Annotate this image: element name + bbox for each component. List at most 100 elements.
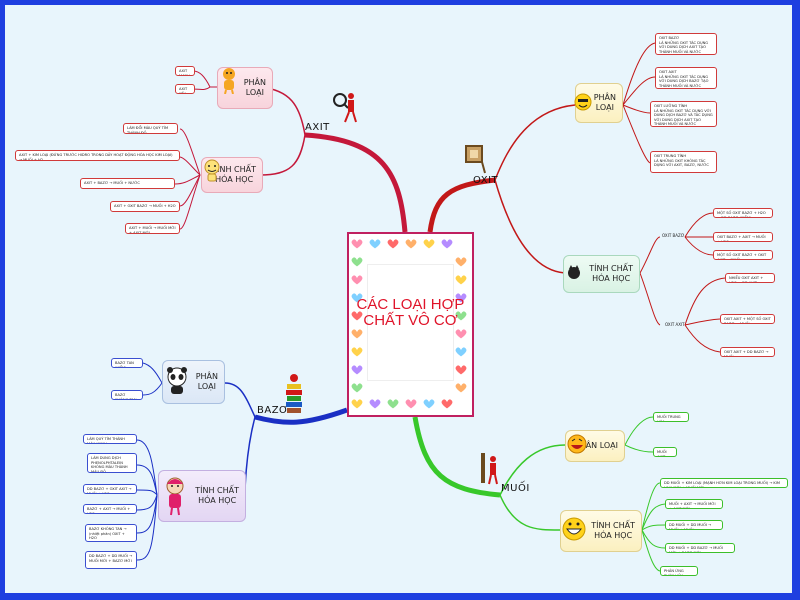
heart-icon: [368, 398, 382, 410]
bazo-phan-loai-title1: PHÂN: [195, 372, 218, 381]
laughing-face-icon: [566, 432, 588, 456]
muoi-tinh-chat-item[interactable]: DD MUỐI + KIM LOẠI (MẠNH HƠN KIM LOẠI TR…: [660, 478, 788, 488]
axit-tinh-chat-title1: TÍNH CHẤT: [212, 165, 256, 174]
heart-icon: [422, 238, 436, 250]
heart-icon: [454, 382, 468, 394]
branch-label-muoi[interactable]: MUỐI: [501, 483, 530, 494]
connector-lines: [136, 42, 726, 572]
cartoon-cat-icon: [201, 157, 223, 183]
heart-icon: [440, 398, 454, 410]
oxit-axit-item[interactable]: NHIỀU OXIT AXIT + H2O → DD AXIT: [725, 273, 775, 283]
heart-icon: [454, 274, 468, 286]
center-topic[interactable]: [347, 232, 474, 417]
axit-tinh-chat-title2: HÓA HỌC: [215, 175, 254, 184]
heart-icon: [454, 292, 468, 304]
branch-label-oxit[interactable]: OXIT: [473, 175, 499, 186]
heart-icon: [368, 238, 382, 250]
oxit-phan-loai-title1: PHÂN: [593, 93, 616, 102]
muoi-phan-loai-item[interactable]: MUỐI AXIT: [653, 447, 677, 457]
oxit-bazo-item[interactable]: MỘT SỐ OXIT BAZƠ + H2O → DD BAZƠ (KIỀM): [713, 208, 773, 218]
axit-tinh-chat-item[interactable]: AXIT + KIM LOẠI (ĐỨNG TRƯỚC HIDRO TRONG …: [15, 150, 180, 161]
bazo-tinh-chat-item[interactable]: LÀM DUNG DỊCH PHENOLPHTALEIN KHÔNG MÀU T…: [87, 453, 137, 473]
heart-icon: [386, 238, 400, 250]
center-title-line2: CHẤT VÔ CƠ: [363, 312, 458, 329]
heart-icon: [350, 364, 364, 376]
heart-icon: [440, 238, 454, 250]
heart-icon: [350, 256, 364, 268]
oxit-phan-loai-item[interactable]: OXIT BAZƠ LÀ NHỮNG OXIT TÁC DỤNG VỚI DUN…: [655, 33, 717, 55]
bazo-tinh-chat-item[interactable]: LÀM QUỲ TÍM THÀNH MÀU XANH: [83, 434, 137, 444]
panda-icon: [164, 365, 190, 397]
bazo-phan-loai-item[interactable]: BAZƠ TAN (KIỀM): [111, 358, 143, 368]
heart-icon: [404, 398, 418, 410]
cartoon-girl-icon: [163, 475, 187, 517]
oxit-phan-loai-title2: LOẠI: [595, 103, 614, 112]
axit-tinh-chat-item[interactable]: AXIT + MUỐI → MUỐI MỚI + AXIT MỚI: [125, 223, 180, 234]
bazo-tinh-chat-title1: TÍNH CHẤT: [195, 486, 239, 495]
magnifier-person-icon: [330, 89, 360, 124]
axit-tinh-chat-item[interactable]: AXIT + BAZƠ → MUỐI + NƯỚC: [80, 178, 175, 189]
muoi-tinh-chat-item[interactable]: MUỐI + AXIT → MUỐI MỚI + AXIT MỚI: [665, 499, 723, 509]
heart-icon: [422, 398, 436, 410]
muoi-tinh-chat-item[interactable]: DD MUỐI + DD BAZƠ → MUỐI MỚI + BAZƠ MỚI: [665, 543, 735, 553]
heart-icon: [386, 398, 400, 410]
oxit-tinh-chat-title2: HÓA HỌC: [592, 274, 631, 283]
axit-phan-loai-item[interactable]: AXIT YẾU: [175, 84, 195, 94]
heart-icon: [350, 274, 364, 286]
axit-tinh-chat-item[interactable]: AXIT + OXIT BAZƠ → MUỐI + H2O: [110, 201, 180, 212]
axit-tinh-chat-item[interactable]: LÀM ĐỔI MÀU QUỲ TÍM THÀNH ĐỎ: [123, 123, 178, 134]
bazo-phan-loai-item[interactable]: BAZƠ KHÔNG TAN: [111, 390, 143, 400]
bazo-tinh-chat-title2: HÓA HỌC: [198, 496, 237, 505]
heart-icon: [350, 310, 364, 322]
heart-icon: [454, 346, 468, 358]
heart-icon: [404, 238, 418, 250]
muoi-tinh-chat-title1: TÍNH CHẤT: [591, 521, 635, 530]
muoi-tinh-chat-item[interactable]: DD MUỐI + DD MUỐI → MUỐI + MUỐI: [665, 520, 723, 530]
oxit-axit-item[interactable]: OXIT AXIT + MỘT SỐ OXIT BAZƠ → MUỐI: [720, 314, 775, 324]
oxit-bazo-item[interactable]: MỘT SỐ OXIT BAZƠ + OXIT AXIT → MUỐI: [713, 250, 773, 260]
oxit-axit-item[interactable]: OXIT AXIT + DD BAZƠ → MUỐI: [720, 347, 775, 357]
muoi-phan-loai-item[interactable]: MUỐI TRUNG HÒA: [653, 412, 689, 422]
black-cat-icon: [565, 263, 583, 281]
heart-icon: [454, 256, 468, 268]
heart-icon: [350, 238, 364, 250]
bazo-tinh-chat-item[interactable]: BAZƠ KHÔNG TAN → (nhiệt phân) OXIT + H2O: [85, 524, 137, 542]
bazo-tinh-chat-item[interactable]: DD BAZƠ + DD MUỐI → MUỐI MỚI + BAZƠ MỚI: [85, 551, 137, 569]
branch-label-bazo[interactable]: BAZƠ: [257, 405, 289, 416]
oxit-bazo-item[interactable]: OXIT BAZƠ + AXIT → MUỐI + H2O: [713, 232, 773, 242]
bazo-tinh-chat-item[interactable]: DD BAZƠ + OXIT AXIT → MUỐI + H2O: [83, 484, 137, 494]
smiley-face-icon: [573, 89, 593, 117]
muoi-tinh-chat-title2: HÓA HỌC: [594, 531, 633, 540]
axit-phan-loai-title2: LOẠI: [245, 88, 264, 97]
muoi-phan-loai-title: PHÂN LOẠI: [574, 441, 618, 450]
heart-icon: [454, 364, 468, 376]
heart-icon: [454, 310, 468, 322]
person-sign-icon: [479, 450, 501, 486]
heart-icon: [350, 328, 364, 340]
axit-phan-loai-title1: PHÂN: [243, 78, 266, 87]
oxit-axit-label[interactable]: OXIT AXIT: [665, 322, 685, 327]
muoi-tinh-chat-item[interactable]: PHẢN ỨNG PHÂN HỦY: [660, 566, 698, 576]
books-apple-icon: [283, 371, 305, 417]
heart-icon: [350, 346, 364, 358]
oxit-phan-loai-item[interactable]: OXIT LƯỠNG TÍNH LÀ NHỮNG OXIT TÁC DỤNG V…: [650, 101, 717, 127]
oxit-bazo-label[interactable]: OXIT BAZƠ: [662, 233, 685, 238]
oxit-phan-loai-item[interactable]: OXIT TRUNG TÍNH LÀ NHỮNG OXIT KHÔNG TÁC …: [650, 151, 717, 173]
oxit-phan-loai-item[interactable]: OXIT AXIT LÀ NHỮNG OXIT TÁC DỤNG VỚI DUN…: [655, 67, 717, 89]
bazo-phan-loai-title2: LOẠI: [197, 382, 216, 391]
heart-icon: [454, 328, 468, 340]
flag-pole-icon: [463, 143, 487, 175]
center-inner-panel: [367, 264, 454, 381]
cartoon-tiger-icon: [218, 65, 240, 95]
heart-icon: [350, 398, 364, 410]
center-title: CÁC LOẠI HỢP CHẤT VÔ CƠ: [347, 297, 474, 329]
bazo-tinh-chat-item[interactable]: BAZƠ + AXIT → MUỐI + H2O: [83, 504, 137, 514]
branch-label-axit[interactable]: AXIT: [305, 122, 330, 133]
grinning-face-icon: [561, 513, 587, 545]
heart-icon: [350, 382, 364, 394]
axit-phan-loai-item[interactable]: AXIT MẠNH: [175, 66, 195, 76]
oxit-tinh-chat-title1: TÍNH CHẤT: [589, 264, 633, 273]
heart-icon: [350, 292, 364, 304]
